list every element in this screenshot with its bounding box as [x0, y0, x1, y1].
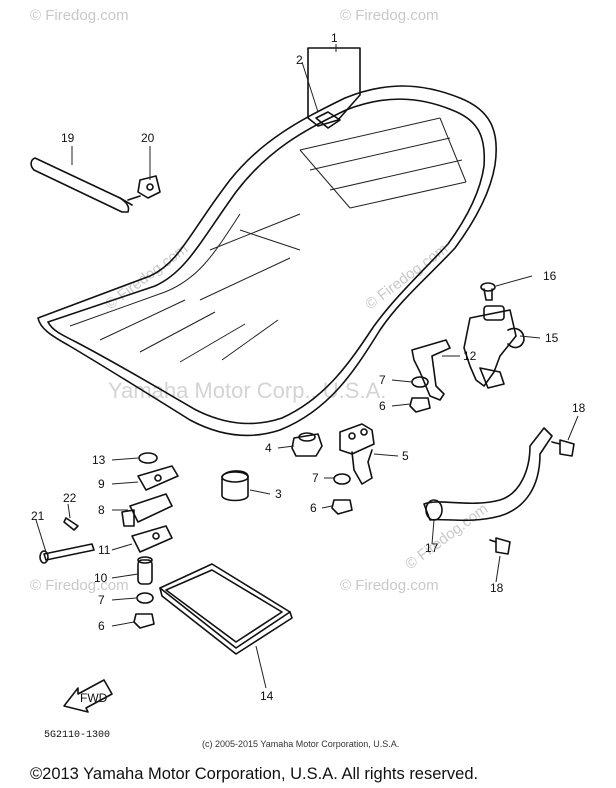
copyright-footer: ©2013 Yamaha Motor Corporation, U.S.A. A…: [30, 765, 478, 783]
part-17-handle: [423, 427, 553, 522]
callout-16: 16: [543, 269, 557, 283]
part-7-washer-middle: [333, 473, 351, 485]
part-8-bracket: [121, 493, 173, 527]
part-22-pin: [63, 517, 79, 531]
callout-9: 9: [98, 477, 105, 491]
callout-5: 5: [402, 449, 409, 463]
part-9-bracket: [137, 465, 179, 491]
callout-19: 19: [61, 131, 75, 145]
front-arrow-label: FWD: [80, 691, 108, 705]
callout-1: 1: [331, 31, 338, 45]
callout-2: 2: [296, 53, 303, 67]
part-6-nut-right: [409, 397, 431, 413]
part-18-bolt-lower: [489, 537, 511, 555]
callout-6-left: 6: [98, 619, 105, 633]
callout-18-upper: 18: [572, 401, 586, 415]
callout-3: 3: [275, 487, 282, 501]
part-19-rod: [30, 157, 133, 213]
callout-11: 11: [98, 543, 111, 557]
watermark-yamaha: Yamaha Motor Corp., U.S.A.: [108, 378, 386, 403]
part-16-bolt: [480, 282, 496, 301]
part-13-washer: [138, 452, 158, 464]
part-4-damper: [291, 432, 323, 457]
part-20-clamp: [127, 175, 161, 201]
watermark-diagonal-lower: © Firedog.com: [402, 500, 491, 573]
copyright-small: (c) 2005-2015 Yamaha Motor Corporation, …: [202, 739, 399, 749]
callout-18-lower: 18: [490, 581, 504, 595]
diagram-code: 5G2110-1300: [44, 730, 110, 741]
part-18-bolt-upper: [551, 439, 575, 457]
part-7-washer-right: [411, 376, 429, 388]
watermark-top-left: © Firedog.com: [30, 7, 129, 24]
callout-12: 12: [463, 349, 477, 363]
watermark-lower-left: © Firedog.com: [30, 577, 129, 594]
callout-20: 20: [141, 131, 155, 145]
callout-15: 15: [545, 331, 559, 345]
callout-6-right: 6: [379, 399, 386, 413]
callout-14: 14: [260, 689, 274, 703]
part-15-lock-bracket: [463, 305, 525, 389]
part-10-collar: [137, 556, 153, 585]
part-3-damper: [221, 470, 249, 502]
part-14-tray: [159, 563, 293, 655]
callouts: 1 2 19 20 16 15 12 7 6 18 4 5 7 6 3 13 9…: [31, 31, 586, 703]
callout-6-middle: 6: [310, 501, 317, 515]
callout-22: 22: [63, 491, 77, 505]
callout-4: 4: [265, 441, 272, 455]
callout-21: 21: [31, 509, 45, 523]
callout-7-left: 7: [98, 593, 105, 607]
part-6-nut-middle: [331, 499, 353, 515]
seat: [37, 47, 497, 437]
leader-lines: [35, 44, 579, 689]
callout-7-right: 7: [379, 373, 386, 387]
part-11-bracket: [131, 525, 173, 553]
callout-13: 13: [92, 453, 106, 467]
callout-8: 8: [98, 503, 105, 517]
callout-7-middle: 7: [312, 471, 319, 485]
part-12-plate: [411, 339, 451, 401]
part-5-lock: [339, 423, 375, 485]
callout-17: 17: [425, 541, 439, 555]
part-21-bolt: [39, 543, 95, 564]
watermark-lower-right: © Firedog.com: [340, 577, 439, 594]
front-arrow: FWD: [63, 679, 113, 713]
part-6-nut-left: [133, 613, 155, 629]
callout-10: 10: [94, 571, 108, 585]
part-7-washer-left: [136, 592, 154, 604]
watermark-diagonal-right: © Firedog.com: [362, 240, 451, 313]
watermark-top-right: © Firedog.com: [340, 7, 439, 24]
